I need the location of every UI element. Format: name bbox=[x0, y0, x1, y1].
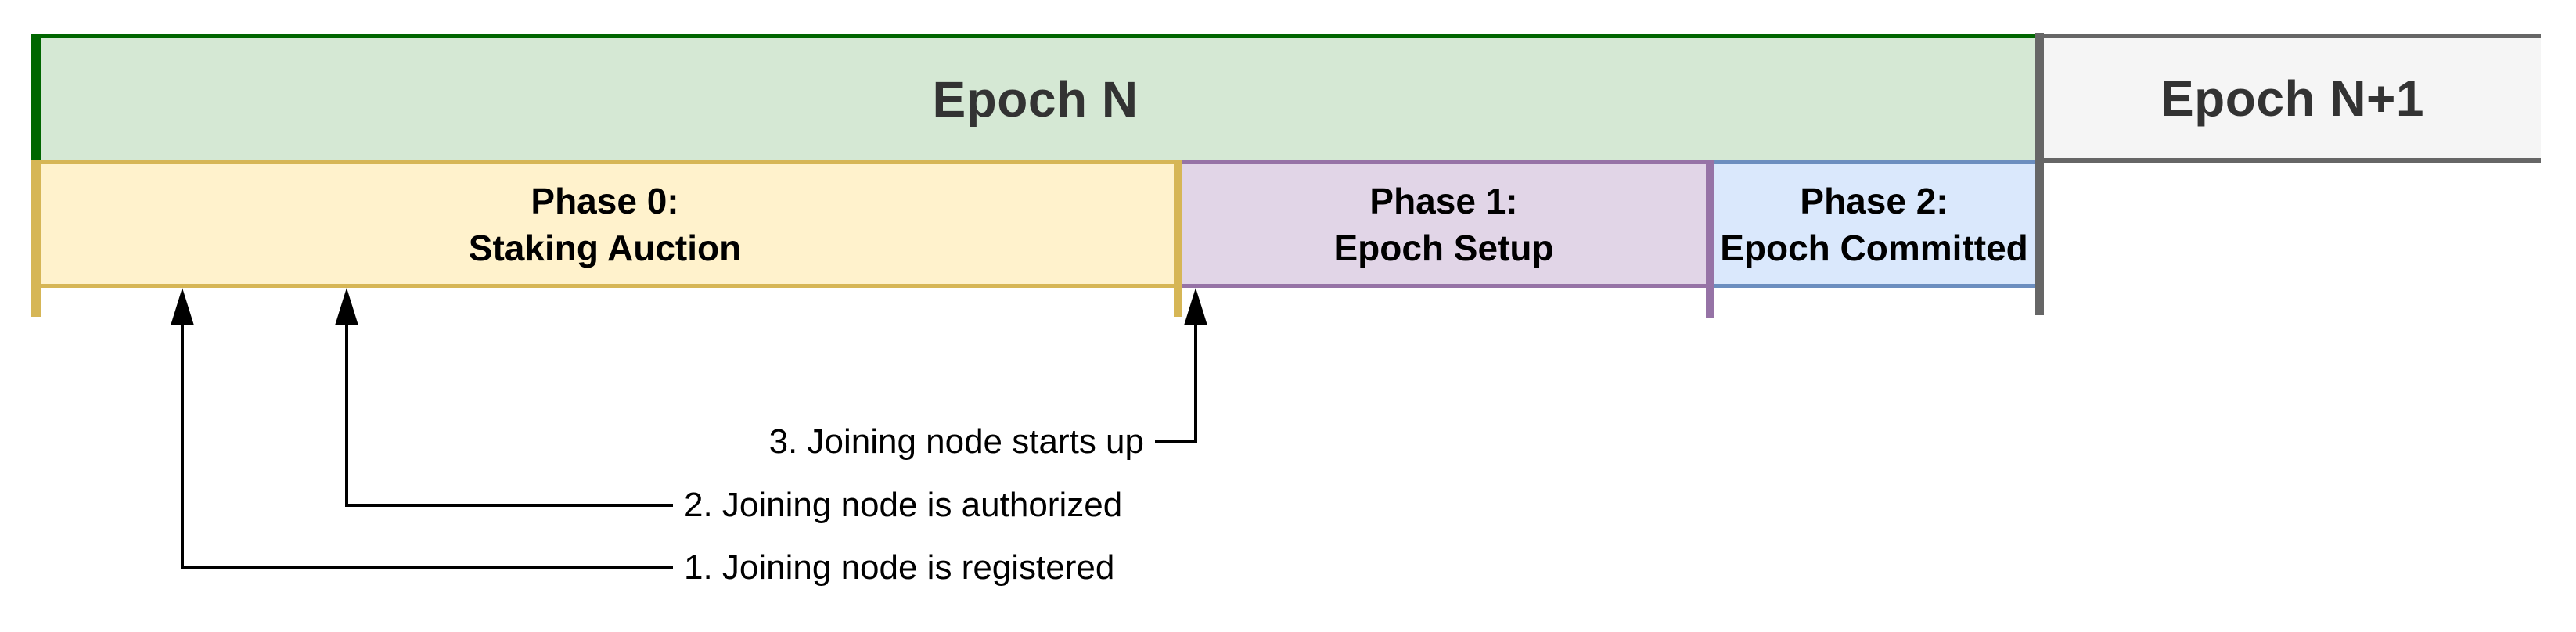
phase0-bar: Phase 0: Staking Auction bbox=[36, 160, 1174, 288]
epoch-n-label: Epoch N bbox=[932, 71, 1139, 127]
arrow3-horizontal-line bbox=[1155, 440, 1196, 443]
arrow2-horizontal-line bbox=[345, 504, 673, 507]
annotation-2-label: 2. Joining node is authorized bbox=[684, 486, 1123, 524]
epoch-n1-label: Epoch N+1 bbox=[2160, 70, 2425, 127]
epoch-boundary-divider bbox=[2035, 33, 2044, 315]
arrow2-vertical-line bbox=[345, 317, 348, 507]
phase0-label-line1: Phase 0: bbox=[531, 180, 679, 221]
phase2-label-line2: Epoch Committed bbox=[1720, 227, 2028, 268]
phase0-label-line2: Staking Auction bbox=[468, 227, 742, 268]
epoch-n-bar: Epoch N bbox=[36, 34, 2035, 160]
arrow3-vertical-line bbox=[1194, 317, 1197, 443]
phase2-label-line1: Phase 2: bbox=[1800, 180, 1948, 221]
phase1-label-line2: Epoch Setup bbox=[1333, 227, 1554, 268]
arrow1-horizontal-line bbox=[181, 566, 673, 569]
annotation-1-label: 1. Joining node is registered bbox=[684, 548, 1115, 587]
arrow1-vertical-line bbox=[181, 317, 184, 569]
annotation-3-label: 3. Joining node starts up bbox=[768, 422, 1144, 461]
epoch-n-start-marker bbox=[31, 34, 41, 160]
phase2-bar: Phase 2: Epoch Committed bbox=[1714, 160, 2035, 288]
phase0-start-marker bbox=[31, 160, 41, 317]
phase0-phase1-boundary bbox=[1174, 160, 1182, 317]
phase1-label-line1: Phase 1: bbox=[1369, 180, 1518, 221]
phase1-phase2-boundary bbox=[1706, 160, 1714, 318]
phase1-bar: Phase 1: Epoch Setup bbox=[1182, 160, 1706, 288]
epoch-n1-bar: Epoch N+1 bbox=[2044, 34, 2541, 163]
